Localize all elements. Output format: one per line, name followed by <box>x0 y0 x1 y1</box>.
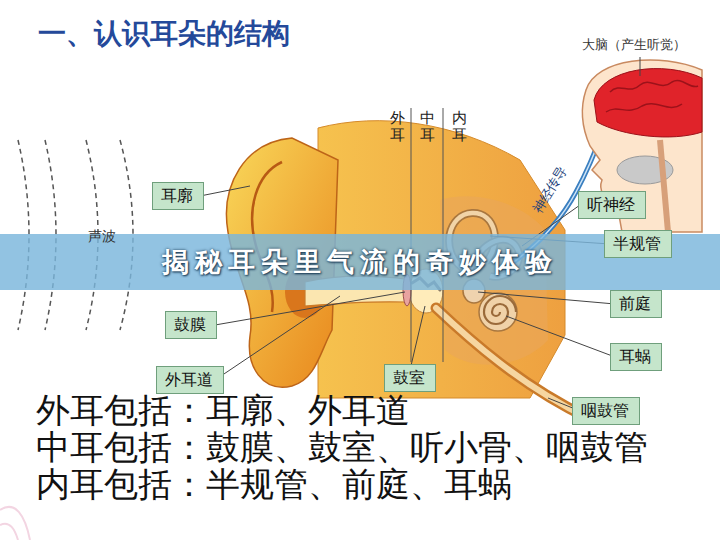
part-name: 耳蜗 <box>619 347 653 367</box>
cochlea <box>484 296 516 324</box>
part-name: 咽鼓管 <box>581 401 631 421</box>
cochlea <box>479 293 517 331</box>
summary-line: 中耳包括：鼓膜、鼓室、听小骨、咽鼓管 <box>36 429 648 466</box>
leader-line <box>215 292 405 325</box>
sound-wave-label: 声波 <box>88 227 116 245</box>
part-name: 鼓膜 <box>174 315 208 335</box>
part-name: 外耳道 <box>165 370 215 390</box>
corner-decoration <box>0 507 30 540</box>
part-label-box: 鼓室 <box>384 364 436 392</box>
part-name: 揭秘耳朵里气流的奇妙体验 <box>162 244 558 280</box>
part-label-box: 鼓膜 <box>165 311 217 339</box>
part-name: 鼓室 <box>393 368 427 388</box>
part-label-box: 外耳道 <box>156 366 224 394</box>
part-label-box: 耳蜗 <box>610 343 662 371</box>
part-name: 前庭 <box>619 294 653 314</box>
leader-line <box>640 57 641 76</box>
page-title: 一、认识耳朵的结构 <box>38 16 290 52</box>
part-label-box: 半规管 <box>604 230 672 258</box>
nerve-label: 神经传导 <box>529 164 570 217</box>
head-profile <box>606 104 682 112</box>
part-name: 听神经 <box>587 195 637 215</box>
part-label-box: 耳廓 <box>152 182 204 210</box>
cochlea <box>479 293 517 331</box>
leader-line <box>478 292 615 304</box>
head-profile <box>594 69 702 137</box>
part-name: 半规管 <box>613 234 663 254</box>
leader-line <box>506 316 615 357</box>
region-label: 中耳 <box>420 110 435 143</box>
region-label: 外耳 <box>390 110 405 143</box>
leader-line <box>200 186 250 196</box>
head-profile <box>660 140 668 232</box>
part-name: 耳廓 <box>161 186 195 206</box>
brain-label: 大脑（产生听觉） <box>582 37 686 53</box>
summary-line: 内耳包括：半规管、前庭、耳蜗 <box>36 466 512 503</box>
leader-line <box>410 306 425 370</box>
corner-decoration <box>0 524 18 540</box>
head-profile <box>610 80 698 92</box>
part-label-box: 听神经 <box>578 191 646 219</box>
summary-line: 外耳包括：耳廓、外耳道 <box>36 392 410 429</box>
region-label: 内耳 <box>452 110 467 143</box>
leader-line <box>215 296 340 380</box>
corner-decoration <box>0 507 30 540</box>
part-label-box: 前庭 <box>610 290 662 318</box>
part-label-box: 咽鼓管 <box>572 397 640 425</box>
